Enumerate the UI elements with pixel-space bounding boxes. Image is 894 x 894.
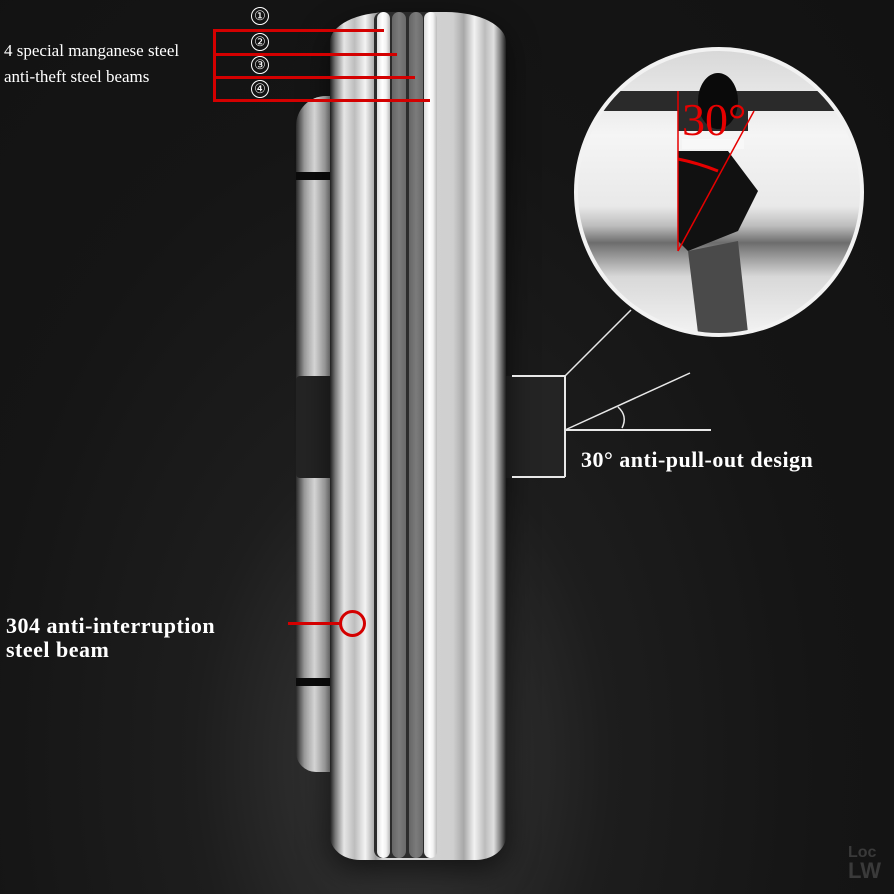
stainless-leader-line [288,622,340,625]
angle-callout-lines [512,309,711,478]
stainless-label-line1: 304 anti-interruption [6,613,216,638]
marker-1: ① [251,7,269,25]
angle-label: 30° [682,94,747,145]
beams-title-line1: 4 special manganese steel [4,41,180,60]
callout-bracket [213,29,216,102]
leader-line-2 [213,53,397,56]
steel-beam-3 [409,12,423,858]
angle-arc-icon [617,406,625,429]
leader-line-4 [213,99,430,102]
leader-line-1 [213,29,384,32]
beams-title-line2: anti-theft steel beams [4,67,150,86]
watermark-logo: Loc LW [848,844,881,883]
steel-beam-4 [424,12,437,858]
steel-beam-2 [392,12,406,858]
watermark-line1: Loc [848,844,877,861]
left-bracket [296,376,336,478]
detail-zoom-circle: 30° [574,47,864,337]
anti-pull-out-caption: 30° anti-pull-out design [581,447,814,472]
watermark-line2: LW [848,858,881,883]
steel-beam-1 [377,12,390,858]
hook-detail-illustration [598,73,838,333]
cylinder-groove [296,172,336,180]
stainless-marker-circle [339,610,366,637]
marker-4: ④ [251,80,269,98]
marker-3: ③ [251,56,269,74]
cylinder-groove [296,678,336,686]
leader-line-3 [213,76,415,79]
marker-2: ② [251,33,269,51]
stainless-label-line2: steel beam [6,637,110,662]
